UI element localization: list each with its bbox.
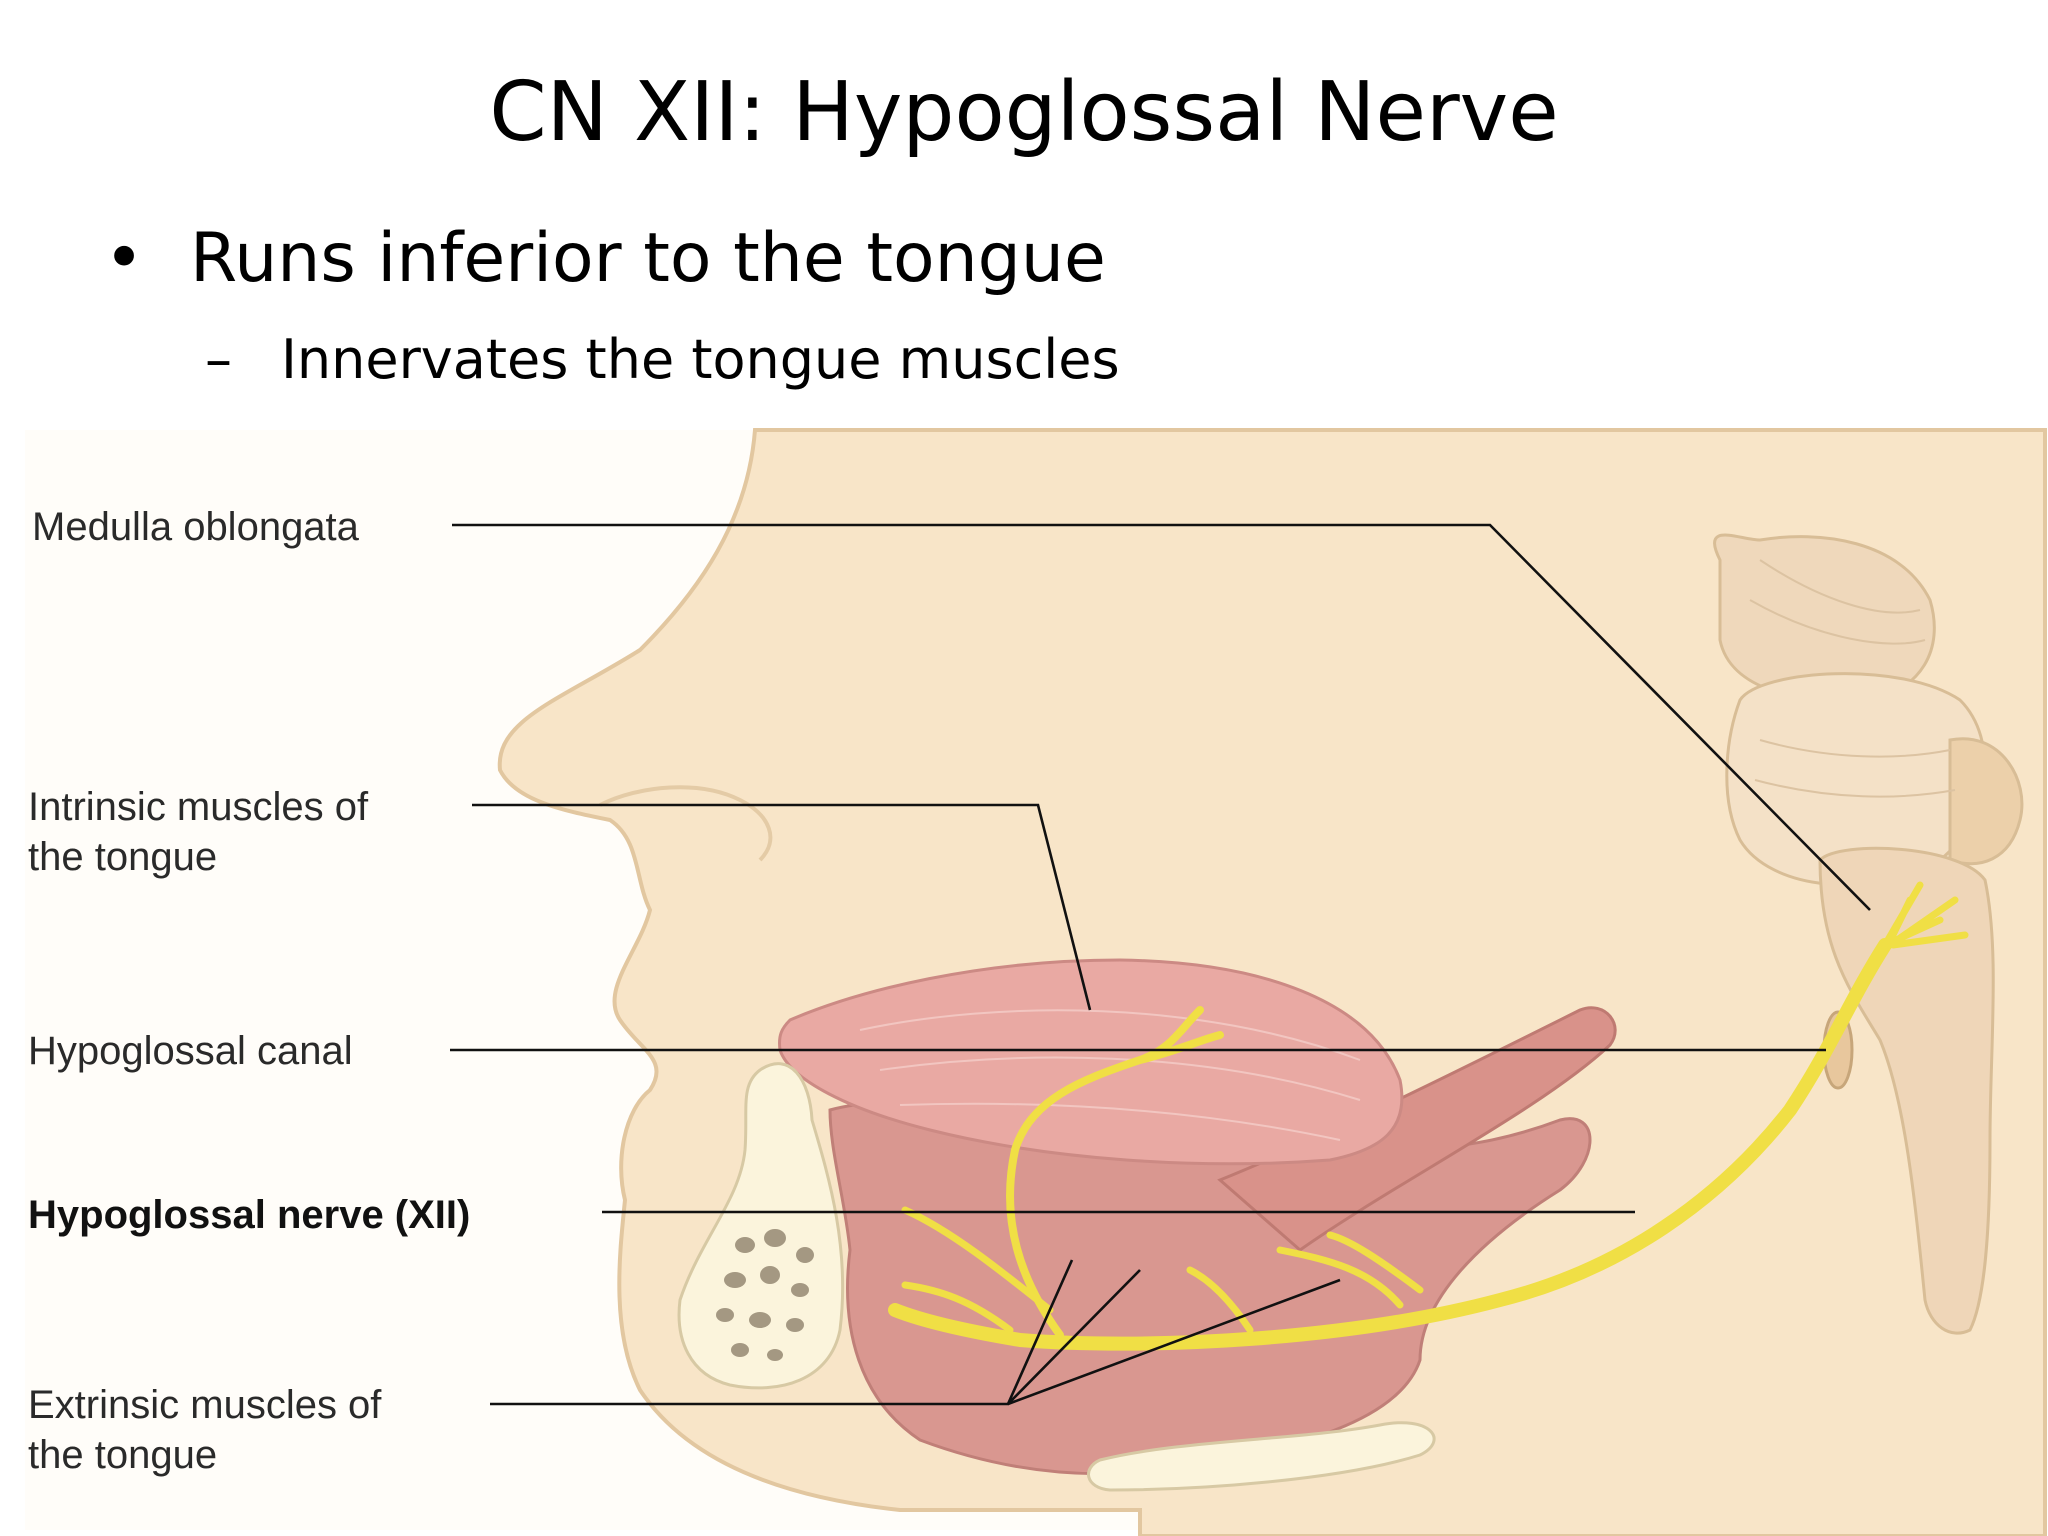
slide-title: CN XII: Hypoglossal Nerve xyxy=(489,65,1559,160)
label-extrinsic-muscles: Extrinsic muscles of the tongue xyxy=(28,1383,393,1477)
nerve-branch-up xyxy=(1006,1006,1224,1339)
nerve-branch-2 xyxy=(901,1281,1014,1334)
sub-bullet-text: Innervates the tongue muscles xyxy=(281,328,1120,391)
label-intrinsic-muscles: Intrinsic muscles of the tongue xyxy=(28,785,379,879)
label-extrinsic-line-1: Extrinsic muscles of xyxy=(28,1383,382,1427)
bullet-item: •Runs inferior to the tongue xyxy=(104,225,1106,293)
nerve-branch-1 xyxy=(901,1206,1054,1314)
leader-extrinsic-3 xyxy=(1007,1278,1341,1406)
label-medulla-oblongata: Medulla oblongata xyxy=(32,505,360,549)
nostril xyxy=(599,785,773,862)
nerve-branch-3 xyxy=(1186,1266,1254,1334)
bullet-marker: • xyxy=(104,219,145,298)
leader-medulla xyxy=(452,523,1871,911)
leader-extrinsic-2 xyxy=(1007,1269,1141,1405)
bullet-text: Runs inferior to the tongue xyxy=(190,219,1106,298)
nerve-branch-4 xyxy=(1276,1231,1424,1309)
label-extrinsic-line-2: the tongue xyxy=(28,1433,217,1477)
tongue xyxy=(778,958,1404,1166)
label-intrinsic-line-2: the tongue xyxy=(28,835,217,879)
nerve-root-fan xyxy=(1881,881,1969,949)
nerve-trunk xyxy=(888,938,1892,1351)
label-hypoglossal-canal: Hypoglossal canal xyxy=(28,1029,353,1073)
brainstem-bulge xyxy=(1948,737,2024,866)
sub-bullet-item: –Innervates the tongue muscles xyxy=(205,333,1120,387)
label-hypoglossal-nerve: Hypoglossal nerve (XII) xyxy=(28,1193,470,1237)
hypoglossal-nerve xyxy=(888,881,1969,1351)
mandible-bone xyxy=(677,1062,845,1390)
bone-pores xyxy=(716,1229,814,1361)
sub-bullet-marker: – xyxy=(205,328,232,391)
leader-intrinsic xyxy=(472,803,1092,1011)
label-intrinsic-line-1: Intrinsic muscles of xyxy=(28,785,369,829)
leader-lines xyxy=(450,523,1871,1406)
hyoid-bone xyxy=(1087,1421,1436,1492)
